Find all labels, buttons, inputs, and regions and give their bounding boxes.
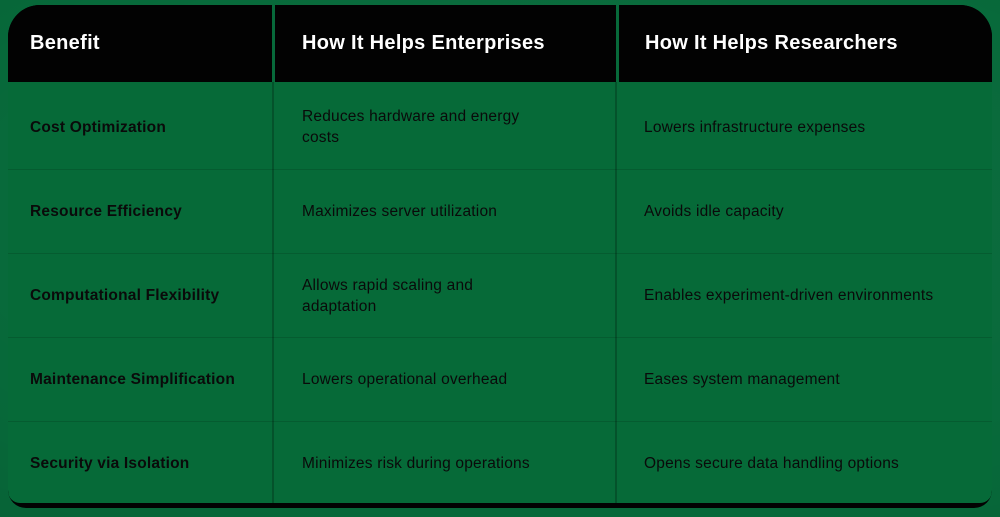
table-row: Security via Isolation Minimizes risk du… [8,421,992,503]
benefit-cell: Security via Isolation [30,455,190,472]
column-header-enterprises: How It Helps Enterprises [302,32,545,54]
researchers-cell: Avoids idle capacity [644,203,784,220]
enterprises-cell: Maximizes server utilization [302,203,498,220]
researchers-cell: Enables experiment-driven environments [644,287,934,304]
researchers-cell: Opens secure data handling options [644,455,899,472]
table-body: Cost Optimization Reduces hardware and e… [8,82,992,503]
enterprises-cell: Minimizes risk during operations [302,455,530,472]
table-row: Computational Flexibility Allows rapid s… [8,253,992,337]
table-header-row: Benefit How It Helps Enterprises How It … [8,5,992,82]
table-row: Maintenance Simplification Lowers operat… [8,337,992,421]
column-header-benefit: Benefit [30,32,100,54]
column-header-researchers: How It Helps Researchers [645,32,898,54]
header-column-divider [272,5,275,82]
column-separator [272,82,274,503]
table-row: Cost Optimization Reduces hardware and e… [8,85,992,169]
researchers-cell: Lowers infrastructure expenses [644,118,866,136]
header-column-divider [616,5,619,82]
comparison-table-card: Benefit How It Helps Enterprises How It … [8,5,992,508]
table-row: Resource Efficiency Maximizes server uti… [8,169,992,253]
benefit-cell: Computational Flexibility [30,287,220,304]
enterprises-cell: Lowers operational overhead [302,371,508,388]
enterprises-cell: Reduces hardware and energy costs [302,108,520,146]
enterprises-cell: Allows rapid scaling and adaptation [302,276,474,315]
benefit-cell: Maintenance Simplification [30,371,236,388]
column-separator [615,82,617,503]
researchers-cell: Eases system management [644,371,840,388]
benefit-cell: Cost Optimization [30,118,167,136]
benefit-cell: Resource Efficiency [30,203,182,220]
